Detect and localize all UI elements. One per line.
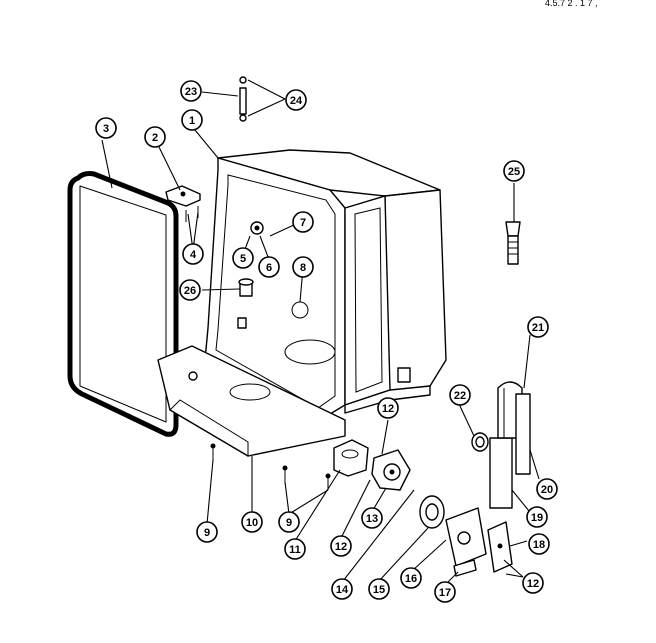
callout-24: 24 [285,89,307,111]
callout-5: 5 [232,247,254,269]
svg-text:10: 10 [246,517,258,529]
callout-7: 7 [292,211,314,233]
callout-18: 18 [528,533,550,555]
svg-text:25: 25 [508,166,520,178]
svg-text:6: 6 [266,262,272,274]
callout-10: 10 [241,511,263,533]
callout-3: 3 [95,117,117,139]
bracket-18 [487,521,513,573]
svg-text:9: 9 [204,527,210,539]
callout-20: 20 [536,478,558,500]
callout-21: 21 [527,316,549,338]
svg-text:18: 18 [533,539,545,551]
callout-2: 2 [144,126,166,148]
svg-text:4: 4 [190,249,197,261]
svg-text:16: 16 [405,573,417,585]
callout-17: 17 [434,581,456,603]
callout-9-right: 9 [278,511,300,533]
screws-9 [210,443,331,490]
callout-13: 13 [361,507,383,529]
callout-22: 22 [449,384,471,406]
callout-1: 1 [181,109,203,131]
svg-text:1: 1 [189,115,195,127]
svg-text:20: 20 [541,484,553,496]
door-gasket [67,171,179,437]
callout-26: 26 [179,279,201,301]
svg-text:12: 12 [335,541,347,553]
callout-4: 4 [182,243,204,265]
svg-text:8: 8 [300,262,306,274]
callout-23: 23 [180,80,202,102]
callout-11: 11 [284,538,306,560]
callout-12-right: 12 [522,572,544,594]
pump-housing [333,439,369,477]
page-header-fragment: 4.5.7 2 . 1 7 , [545,0,598,8]
motor [371,449,411,491]
callout-14: 14 [331,578,353,600]
svg-text:13: 13 [366,513,378,525]
svg-text:3: 3 [103,123,109,135]
callout-12-top: 12 [377,397,399,419]
callout-6: 6 [258,256,280,278]
callout-25: 25 [503,160,525,182]
svg-text:23: 23 [185,86,197,98]
ring [471,432,489,452]
callout-9-left: 9 [196,521,218,543]
svg-text:12: 12 [527,578,539,590]
leader-lines [101,79,540,585]
svg-text:19: 19 [531,512,543,524]
svg-text:24: 24 [290,95,303,107]
svg-text:2: 2 [152,132,158,144]
svg-text:7: 7 [300,217,306,229]
svg-text:15: 15 [373,584,385,596]
svg-text:11: 11 [289,544,301,556]
callout-8: 8 [292,256,314,278]
svg-text:12: 12 [382,403,394,415]
leveling-leg [505,221,521,265]
callout-12-mid: 12 [330,535,352,557]
impeller [419,495,445,529]
mounting-plate [445,507,487,577]
inlet-assembly [489,381,531,509]
callout-16: 16 [400,567,422,589]
callout-15: 15 [368,578,390,600]
hinge-pin [239,76,247,122]
toe-panel [157,345,346,457]
svg-text:5: 5 [240,253,246,265]
svg-text:21: 21 [532,322,544,334]
svg-text:17: 17 [439,587,451,599]
callout-19: 19 [526,506,548,528]
svg-text:14: 14 [336,584,349,596]
svg-text:22: 22 [454,390,466,402]
svg-text:26: 26 [184,285,196,297]
svg-text:9: 9 [286,517,292,529]
